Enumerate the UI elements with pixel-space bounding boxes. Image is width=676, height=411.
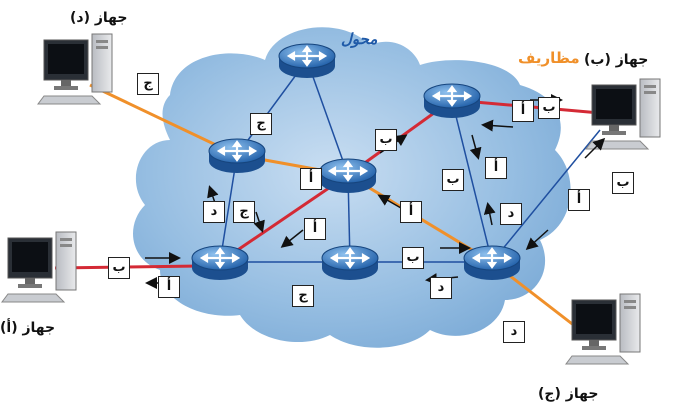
device-a-label: جهاز (أ) <box>0 320 56 336</box>
packet-a-box: أ <box>568 189 590 211</box>
packet-b-box: ب <box>402 247 424 269</box>
packet-a-box: أ <box>485 157 507 179</box>
packet-c-box: ج <box>292 285 314 307</box>
device-d-label: جهاز (د) <box>70 10 128 26</box>
packet-d-box: د <box>203 201 225 223</box>
computer-a-icon <box>1 231 77 303</box>
router-top <box>277 42 337 80</box>
computer-b-icon <box>585 78 661 150</box>
router-bottom-right <box>462 244 522 282</box>
packet-a-box: أ <box>158 276 180 298</box>
packet-c-box: ج <box>137 73 159 95</box>
router-left <box>207 137 267 175</box>
packet-c-box: ج <box>233 201 255 223</box>
packet-b-box: ب <box>538 97 560 119</box>
router-bottom-left <box>190 244 250 282</box>
packet-a-box: أ <box>300 168 322 190</box>
packet-b-box: ب <box>442 169 464 191</box>
packet-d-box: د <box>430 277 452 299</box>
packet-d-box: د <box>500 203 522 225</box>
router-center <box>318 157 378 195</box>
packet-d-box: د <box>503 321 525 343</box>
packet-a-box: أ <box>400 201 422 223</box>
computer-c-icon <box>565 293 641 365</box>
device-c-label: جهاز (ج) <box>538 386 599 402</box>
packet-a-box: أ <box>304 218 326 240</box>
packet-a-box: أ <box>512 100 534 122</box>
packet-b-box: ب <box>375 129 397 151</box>
envelopes-label: مظاريف <box>518 49 580 67</box>
packet-b-box: ب <box>108 257 130 279</box>
switch-label: محول <box>341 30 378 48</box>
router-bottom-center <box>320 244 380 282</box>
computer-d-icon <box>37 33 113 105</box>
packet-c-box: ج <box>250 113 272 135</box>
packet-b-box: ب <box>612 172 634 194</box>
router-top-right <box>422 82 482 120</box>
device-b-label: جهاز (ب) <box>584 52 649 68</box>
